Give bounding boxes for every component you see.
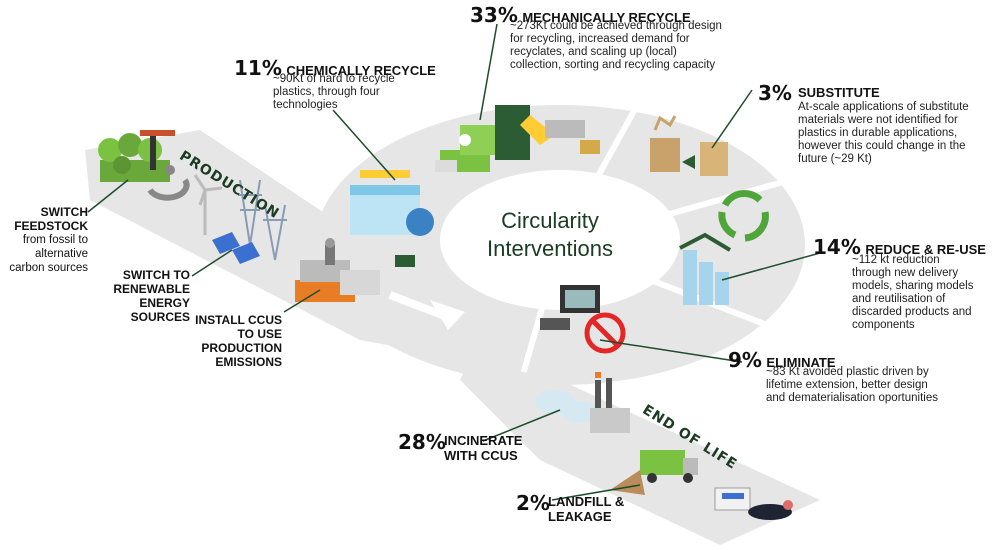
desc-line: plastics in durable applications, (798, 127, 958, 139)
percent-substitute: 3% (758, 81, 792, 105)
title-reduce-reuse: REDUCE & RE-USE (865, 242, 986, 257)
declining-bars-icon (683, 250, 729, 305)
desc-line: At-scale applications of substitute (798, 101, 969, 113)
title-line: LANDFILL & (548, 494, 625, 509)
solar-panel-icon (212, 232, 260, 264)
desc-line: and reutilisation of (852, 293, 946, 305)
desc-line: through new delivery (852, 267, 959, 279)
desc-line: technologies (273, 99, 338, 111)
desc-line: ~273Kt could be achieved through design (510, 20, 722, 32)
title-mechanically-recycle: MECHANICALLY RECYCLE (522, 10, 691, 25)
desc-mechanically-recycle: ~273Kt could be achieved through design … (510, 20, 722, 72)
label-reduce-reuse: 14% REDUCE & RE-USE (813, 236, 986, 259)
percent-eliminate: 9% (728, 348, 762, 372)
title-line: WITH CCUS (444, 448, 518, 463)
wood-sack-icon (700, 142, 728, 176)
desc-reduce-reuse: ~112 kt reduction through new delivery m… (852, 254, 973, 332)
percent-reduce-reuse: 14% (813, 235, 861, 259)
step-title-line: SWITCH (40, 205, 88, 219)
desc-line: recyclates, and scaling up (local) (510, 46, 677, 58)
desc-line: and dematerialisation oportunities (766, 392, 938, 404)
cycle-arrow-icon (147, 178, 190, 201)
chemical-plant-icon (350, 170, 434, 267)
electronics-icon (540, 285, 600, 330)
title-line: INCINERATE (444, 433, 523, 448)
percent-mechanically-recycle: 33% (470, 3, 518, 27)
step-sub-line: carbon sources (9, 262, 88, 274)
step-title-line: TO USE (237, 327, 282, 341)
desc-line: materials were not identified for (798, 114, 958, 126)
substitute-arrow-icon (682, 155, 695, 169)
oil-pump-icon (140, 130, 175, 175)
label-incinerate: 28% (398, 431, 446, 454)
reuse-cycle-icon (718, 190, 769, 242)
desc-line: future (~29 Kt) (798, 153, 872, 165)
garbage-truck-icon (610, 450, 698, 495)
step-sub-line: alternative (34, 248, 88, 260)
label-eliminate: 9% ELIMINATE (728, 349, 836, 372)
step-title-line: FEEDSTOCK (14, 219, 88, 233)
wind-turbine-icon (193, 174, 223, 235)
percent-landfill: 2% (516, 491, 550, 515)
leader-lines (87, 23, 821, 501)
desc-line: for recycling, increased demand for (510, 33, 690, 45)
pipe-leakage-icon (714, 487, 793, 520)
step-title-line: INSTALL CCUS (195, 313, 282, 327)
center-title-line1: Circularity (501, 208, 599, 233)
label-chemically-recycle: 11% CHEMICALLY RECYCLE (234, 57, 436, 80)
step-switch-feedstock: SWITCH FEEDSTOCK from fossil to alternat… (0, 205, 88, 275)
desc-line: ~83 Kt avoided plastic driven by (766, 366, 929, 378)
title-chemically-recycle: CHEMICALLY RECYCLE (286, 63, 436, 78)
step-install-ccus: INSTALL CCUS TO USE PRODUCTION EMISSIONS (180, 313, 282, 369)
desc-line: collection, sorting and recycling capaci… (510, 59, 716, 71)
step-sub-line: from fossil to (22, 234, 88, 246)
percent-incinerate: 28% (398, 430, 446, 454)
step-title-line: ENERGY SOURCES (130, 296, 190, 324)
roof-arrow-icon (679, 232, 732, 252)
inner-hole (440, 170, 680, 310)
paper-bag-icon (650, 115, 680, 172)
percent-chemically-recycle: 11% (234, 56, 282, 80)
desc-line: components (852, 319, 915, 331)
title-eliminate: ELIMINATE (766, 355, 836, 370)
factory-ccus-icon (295, 238, 380, 302)
step-title-line: EMISSIONS (215, 355, 282, 369)
title-incinerate: INCINERATE WITH CCUS (444, 433, 522, 463)
step-title-line: PRODUCTION (201, 341, 282, 355)
label-mechanically-recycle: 33% MECHANICALLY RECYCLE (470, 4, 691, 27)
desc-line: lifetime extension, better design (766, 379, 928, 391)
title-line: LEAKAGE (548, 509, 612, 524)
desc-line: models, sharing models (852, 280, 974, 292)
recycling-plant-icon (435, 105, 600, 172)
label-landfill: 2% (516, 492, 550, 515)
band-arrow-tail (388, 291, 452, 322)
label-substitute: 3% (758, 82, 792, 105)
power-pylon-icon (238, 179, 287, 261)
desc-chemically-recycle: ~90Kt of hard to recycle plastics, throu… (273, 73, 395, 112)
desc-eliminate: ~83 Kt avoided plastic driven by lifetim… (766, 366, 938, 405)
step-title-line: RENEWABLE (113, 282, 190, 296)
title-substitute-wrap: SUBSTITUTE (798, 84, 880, 102)
desc-line: ~90Kt of hard to recycle (273, 73, 395, 85)
center-title-line2: Interventions (487, 236, 613, 261)
desc-line: ~112 kt reduction (852, 254, 940, 266)
incinerator-icon (535, 372, 630, 433)
step-switch-renewable: SWITCH TO RENEWABLE ENERGY SOURCES (80, 268, 190, 324)
title-landfill: LANDFILL & LEAKAGE (548, 494, 624, 524)
desc-substitute: At-scale applications of substitute mate… (798, 101, 969, 166)
title-substitute: SUBSTITUTE (798, 85, 880, 100)
step-title-line: SWITCH TO (122, 268, 190, 282)
desc-line: discarded products and (852, 306, 972, 318)
center-title: Circularity Interventions (470, 207, 630, 263)
desc-line: plastics, through four (273, 86, 380, 98)
desc-line: however this could change in the (798, 140, 966, 152)
